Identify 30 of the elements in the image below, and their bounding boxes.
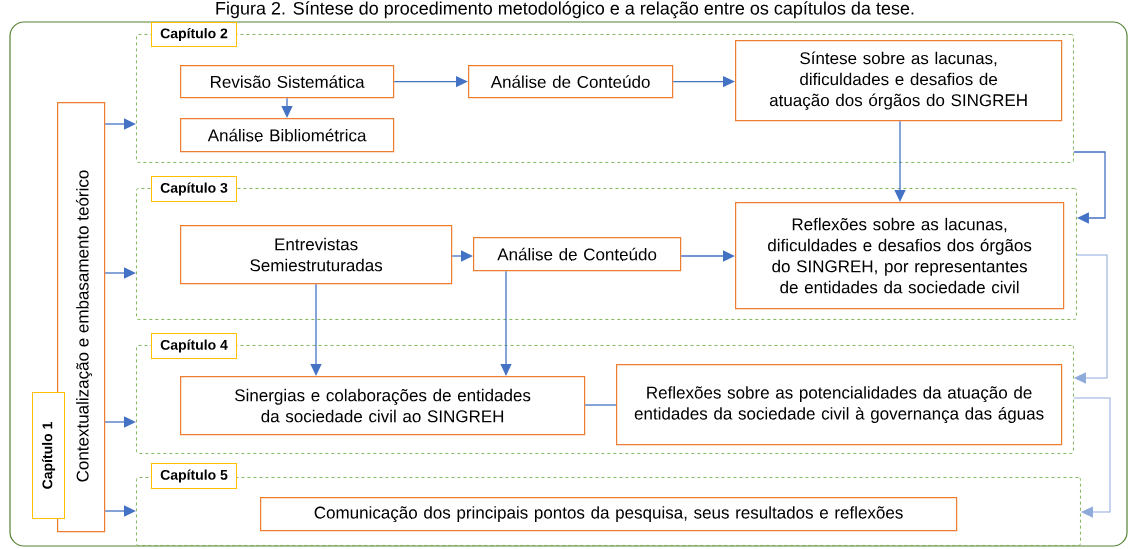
arrow	[451, 250, 473, 262]
arrow	[104, 416, 136, 428]
chapter-tag: Capítulo 4	[151, 333, 237, 359]
arrow	[1073, 151, 1106, 224]
process-box: Reflexões sobre as lacunas, dificuldades e desafios dos órgãos do SINGREH, por representantes de entidades da sociedade civil	[735, 202, 1065, 310]
title: Figura 2. Síntese do procedimento metodológico e a relação entre os capítulos da tese.	[216, 1, 914, 19]
arrow	[104, 118, 136, 130]
chapter-tag: Capítulo 1	[32, 392, 65, 519]
arrow	[1074, 254, 1108, 384]
arrow	[500, 270, 512, 376]
process-box: Análise de Conteúdo	[468, 65, 674, 99]
process-box: Reflexões sobre as potencialidades da atuação de entidades da sociedade civil à governança das águas	[616, 364, 1063, 446]
arrow	[104, 505, 136, 517]
chapter-tag: Capítulo 2	[151, 22, 237, 47]
process-box: Revisão Sistemática	[180, 65, 395, 99]
process-box: Síntese sobre as lacunas, dificuldades e desafios de atuação dos órgãos do SINGREH	[735, 40, 1063, 122]
arrow	[894, 120, 906, 202]
process-box: Entrevistas Semiestruturadas	[180, 225, 453, 285]
process-box: Análise de Conteúdo	[473, 237, 682, 272]
arrow	[104, 267, 136, 279]
chapter-tag: Capítulo 3	[151, 176, 237, 202]
vertical-text: Contextualização e embasamento teórico	[75, 170, 93, 482]
arrow	[281, 97, 293, 118]
arrow	[1073, 397, 1111, 518]
process-box: Análise Bibliométrica	[180, 118, 395, 153]
process-box: Sinergias e colaborações de entidades da sociedade civil ao SINGREH	[180, 376, 586, 436]
arrow	[310, 283, 322, 376]
arrow	[680, 250, 735, 262]
process-box: Comunicação dos principais pontos da pesquisa, seus resultados e reflexões	[260, 497, 958, 532]
chapter-tag: Capítulo 5	[151, 463, 237, 489]
